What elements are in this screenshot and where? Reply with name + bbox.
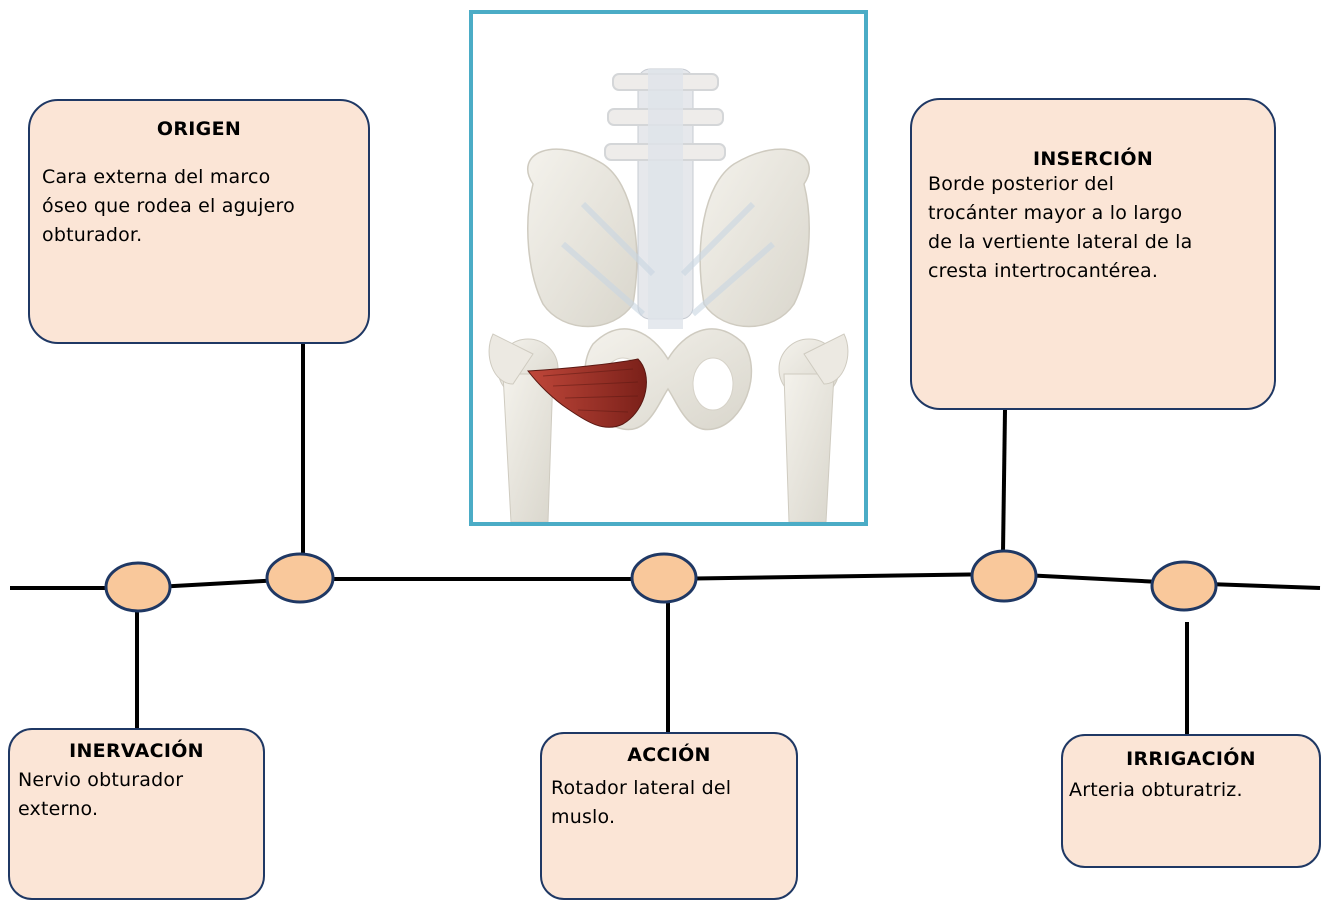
accion-box: ACCIÓN Rotador lateral del muslo.	[540, 732, 798, 900]
irrigacion-box: IRRIGACIÓN Arteria obturatriz.	[1061, 734, 1321, 868]
insercion-line: Borde posterior del	[928, 170, 1268, 199]
inervacion-title: INERVACIÓN	[10, 740, 263, 762]
origen-title: ORIGEN	[30, 118, 368, 140]
accion-title: ACCIÓN	[542, 744, 796, 766]
origen-line: Cara externa del marco	[42, 163, 362, 192]
inervacion-line: externo.	[18, 795, 258, 824]
accion-line: Rotador lateral del	[551, 774, 791, 803]
origen-text: Cara externa del marco óseo que rodea el…	[42, 163, 362, 250]
irrigacion-title: IRRIGACIÓN	[1063, 748, 1319, 770]
node-origen	[267, 554, 333, 602]
origen-line: obturador.	[42, 221, 362, 250]
insercion-line: cresta intertrocantérea.	[928, 257, 1268, 286]
node-accion	[632, 554, 696, 602]
connector-insercion	[1003, 410, 1005, 552]
irrigacion-line: Arteria obturatriz.	[1069, 776, 1314, 805]
irrigacion-text: Arteria obturatriz.	[1069, 776, 1314, 805]
insercion-text: Borde posterior del trocánter mayor a lo…	[928, 170, 1268, 286]
insercion-title: INSERCIÓN	[912, 148, 1274, 170]
node-irrigacion	[1152, 562, 1216, 610]
insercion-box: INSERCIÓN Borde posterior del trocánter …	[910, 98, 1276, 410]
pelvis-obturator-externus-illustration	[473, 14, 864, 522]
insercion-line: trocánter mayor a lo largo	[928, 199, 1268, 228]
origen-line: óseo que rodea el agujero	[42, 192, 362, 221]
node-inervacion	[106, 563, 170, 611]
origen-box: ORIGEN Cara externa del marco óseo que r…	[28, 99, 370, 344]
accion-text: Rotador lateral del muslo.	[551, 774, 791, 832]
node-insercion	[972, 551, 1036, 601]
inervacion-text: Nervio obturador externo.	[18, 766, 258, 824]
accion-line: muslo.	[551, 803, 791, 832]
inervacion-box: INERVACIÓN Nervio obturador externo.	[8, 728, 265, 900]
anatomy-image-frame	[469, 10, 868, 526]
inervacion-line: Nervio obturador	[18, 766, 258, 795]
insercion-line: de la vertiente lateral de la	[928, 228, 1268, 257]
